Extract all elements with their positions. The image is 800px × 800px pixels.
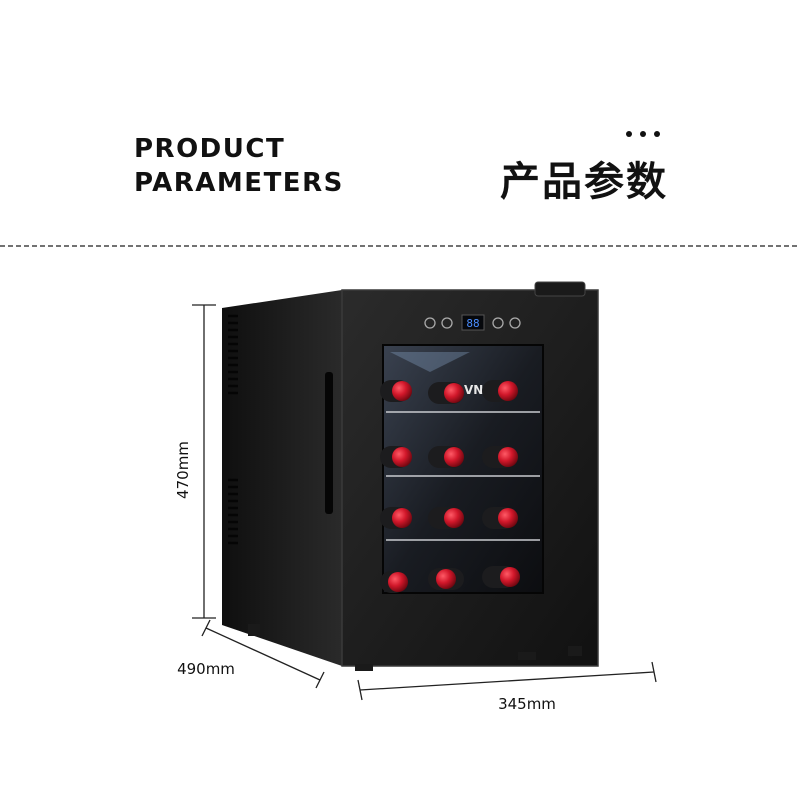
bottle-row-1 [380,380,518,404]
height-dimension [192,304,216,619]
foot-left [248,624,260,636]
cabinet-side [222,290,342,666]
title-en-line1: PRODUCT [134,134,286,164]
temperature-display [461,314,485,331]
height-label: 470mm [174,441,192,499]
bottle-row-4 [380,566,520,593]
foot-front-right [518,652,536,660]
bottle-row-2 [380,446,518,468]
bottle-row-3 [380,507,518,529]
wine-shelves [386,411,540,541]
display-reading: 88 [466,317,479,330]
title-chinese: 产品参数 [500,159,668,205]
depth-dimension [201,619,325,689]
foot-back-right [568,646,582,656]
wine-bottles [380,380,520,593]
control-panel: 88 [424,314,521,331]
width-dimension [357,661,657,701]
side-vents [228,314,238,545]
temp-up-button-icon [492,317,504,329]
title-en-line2: PARAMETERS [134,168,344,198]
temp-down-button-icon [509,317,521,329]
more-dots-icon [626,131,660,137]
foot-front-left [355,664,373,671]
top-knob [534,281,586,297]
power-button-icon [424,317,436,329]
cabinet-door: 88 VNICE [248,281,599,671]
door-handle [325,372,333,514]
glass-window [382,344,544,594]
title-english: PRODUCT PARAMETERS [134,132,344,200]
depth-label: 490mm [177,660,235,678]
light-button-icon [441,317,453,329]
width-label: 345mm [498,695,556,713]
